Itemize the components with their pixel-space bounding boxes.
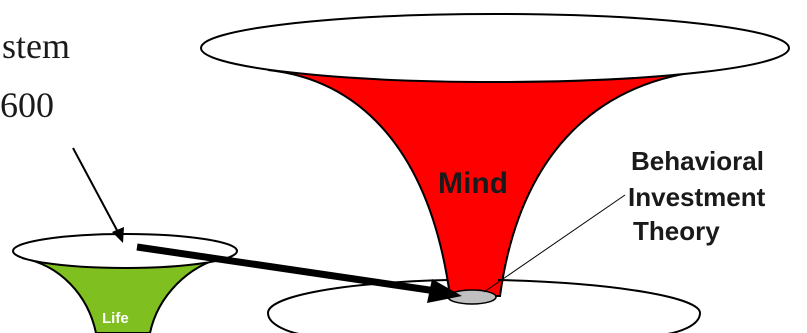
side-label-line3: Theory bbox=[633, 216, 720, 246]
side-label-line2: Investment bbox=[628, 182, 766, 212]
side-label-line1: Behavioral bbox=[631, 146, 764, 176]
thin-arrow-line bbox=[73, 148, 119, 234]
top-left-text-line2: 600 bbox=[0, 85, 54, 125]
base-ellipse-right bbox=[498, 280, 700, 333]
mind-label: Mind bbox=[438, 167, 508, 200]
life-funnel-top-ellipse bbox=[13, 234, 237, 268]
top-left-text-line1: stem bbox=[2, 26, 70, 66]
mind-funnel-top-ellipse bbox=[201, 14, 789, 82]
life-label: Life bbox=[102, 310, 129, 327]
